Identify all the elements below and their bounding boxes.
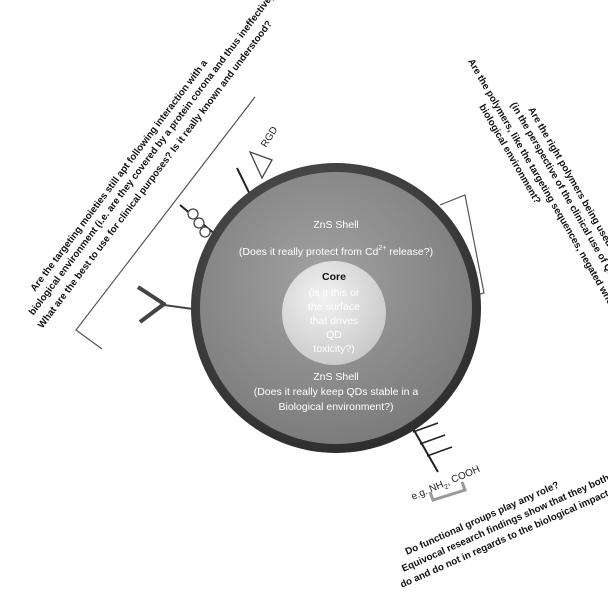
qd-core xyxy=(282,261,386,365)
core-line-1: (is it this or xyxy=(309,287,360,299)
functional-tick-2 xyxy=(419,434,446,445)
core-line-5: toxicity?) xyxy=(313,343,354,355)
shell-bottom-line-2: Biological environment?) xyxy=(279,401,394,413)
core-title: Core xyxy=(322,271,346,283)
bead-2 xyxy=(193,217,205,229)
core-line-2: the surface xyxy=(308,301,360,313)
shell-bottom-line-1: (Does it really keep QDs stable in a xyxy=(254,386,419,398)
bead-1 xyxy=(187,208,199,220)
shell-top-question: (Does it really protect from Cd2+ releas… xyxy=(239,245,433,258)
functional-question: Do functional groups play any role? Equi… xyxy=(399,473,608,591)
core-line-3: that drives xyxy=(310,315,358,327)
rgd-label: RGD xyxy=(259,125,280,150)
antibody-y-icon xyxy=(136,285,166,324)
targeting-question-line-1: Are the targeting moieties still apt fol… xyxy=(29,58,211,294)
functional-tick-3 xyxy=(426,446,453,457)
shell-top-title: ZnS Shell xyxy=(313,219,359,231)
functional-tick-1 xyxy=(412,422,439,433)
core-line-4: QD xyxy=(326,329,342,341)
shell-bottom-title: ZnS Shell xyxy=(313,371,359,383)
targeting-bracket xyxy=(75,96,256,350)
functional-bracket xyxy=(428,481,467,502)
functional-groups-label: e.g. NH2, COOH xyxy=(410,464,483,505)
bead-3 xyxy=(199,226,211,238)
rgd-triangle xyxy=(248,150,273,180)
